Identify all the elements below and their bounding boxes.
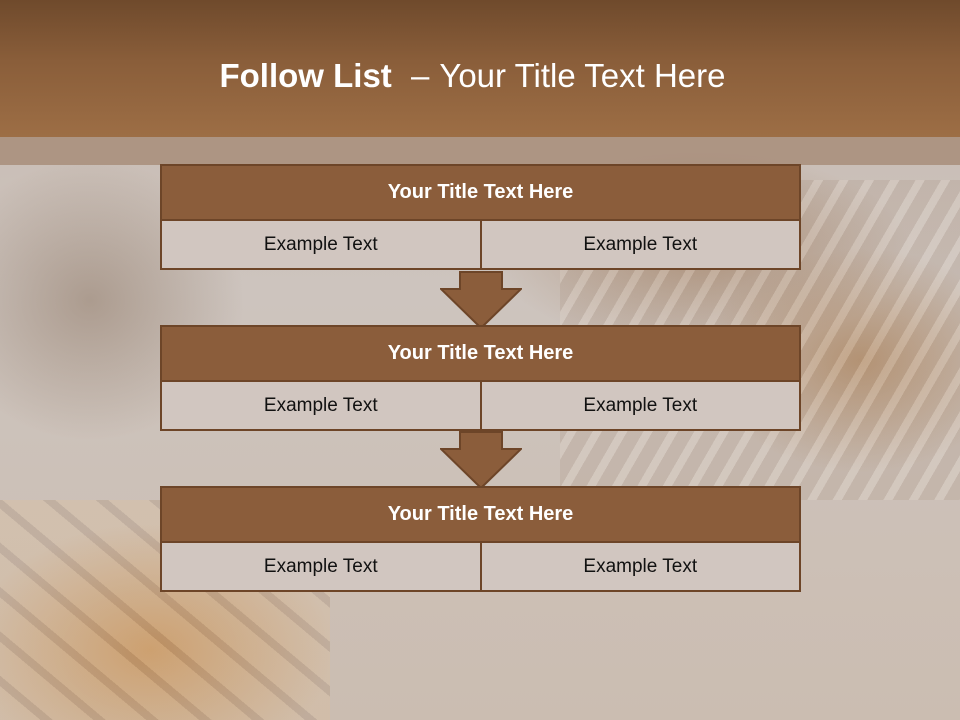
slide-title-dash: – (410, 57, 430, 94)
slide-title: Follow List –Your Title Text Here (0, 56, 945, 96)
step-3-title: Your Title Text Here (160, 486, 801, 543)
step-2-cell-right: Example Text (481, 382, 801, 431)
step-2-title: Your Title Text Here (160, 325, 801, 382)
step-3-cell-left: Example Text (160, 543, 482, 592)
step-1-cell-right: Example Text (481, 221, 801, 270)
step-3-cells: Example Text Example Text (160, 543, 801, 592)
step-block-2: Your Title Text Here Example Text Exampl… (160, 325, 801, 431)
step-block-3: Your Title Text Here Example Text Exampl… (160, 486, 801, 592)
slide-title-bold: Follow List (219, 57, 392, 94)
step-1-cell-left: Example Text (160, 221, 482, 270)
title-band-underline (0, 137, 960, 165)
step-1-title: Your Title Text Here (160, 164, 801, 221)
step-2-cells: Example Text Example Text (160, 382, 801, 431)
slide-title-text: Your Title Text Here (439, 57, 726, 94)
step-2-cell-left: Example Text (160, 382, 482, 431)
title-band (0, 0, 960, 137)
down-arrow-icon (440, 271, 522, 329)
down-arrow-icon (440, 431, 522, 489)
step-block-1: Your Title Text Here Example Text Exampl… (160, 164, 801, 270)
step-1-cells: Example Text Example Text (160, 221, 801, 270)
step-3-cell-right: Example Text (481, 543, 801, 592)
